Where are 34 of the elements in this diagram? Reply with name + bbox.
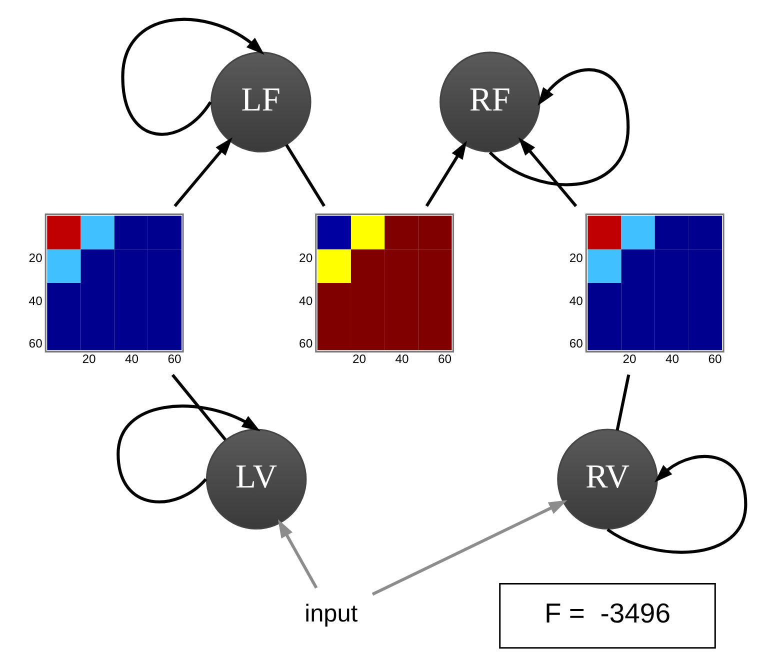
node-label: 20 xyxy=(622,351,636,366)
node-circle: RV xyxy=(557,428,658,530)
arrow xyxy=(278,518,318,588)
node-label: 40 xyxy=(299,293,313,308)
node-label: 20 xyxy=(28,250,42,265)
arrow xyxy=(174,136,232,207)
node-box: F = -3496 xyxy=(499,582,716,648)
node-circle: RF xyxy=(440,51,540,152)
connector xyxy=(285,144,326,206)
node-label: 60 xyxy=(438,351,452,366)
node-label: 40 xyxy=(569,293,583,308)
node-label: 60 xyxy=(28,336,42,350)
connector xyxy=(171,373,227,440)
node-label: 60 xyxy=(569,336,583,350)
node-label: 40 xyxy=(28,293,42,308)
node-circle: LV xyxy=(206,428,307,530)
node-circle: LF xyxy=(210,51,312,152)
node-label: 20 xyxy=(352,351,366,366)
arrow xyxy=(116,404,260,503)
arrow xyxy=(121,17,264,136)
node-label: 20 xyxy=(569,250,583,265)
arrow xyxy=(372,500,568,596)
arrow xyxy=(518,136,578,207)
node-label: 40 xyxy=(125,351,139,366)
arrow xyxy=(425,140,467,206)
node-label: 40 xyxy=(395,351,409,366)
node-label: 20 xyxy=(299,250,313,265)
node-text: input xyxy=(304,600,358,628)
connector xyxy=(616,374,630,430)
node-label: 20 xyxy=(82,351,96,366)
node-label: 40 xyxy=(666,351,680,366)
node-label: 60 xyxy=(299,336,313,350)
node-label: 60 xyxy=(708,351,722,366)
node-label: 60 xyxy=(168,351,182,366)
